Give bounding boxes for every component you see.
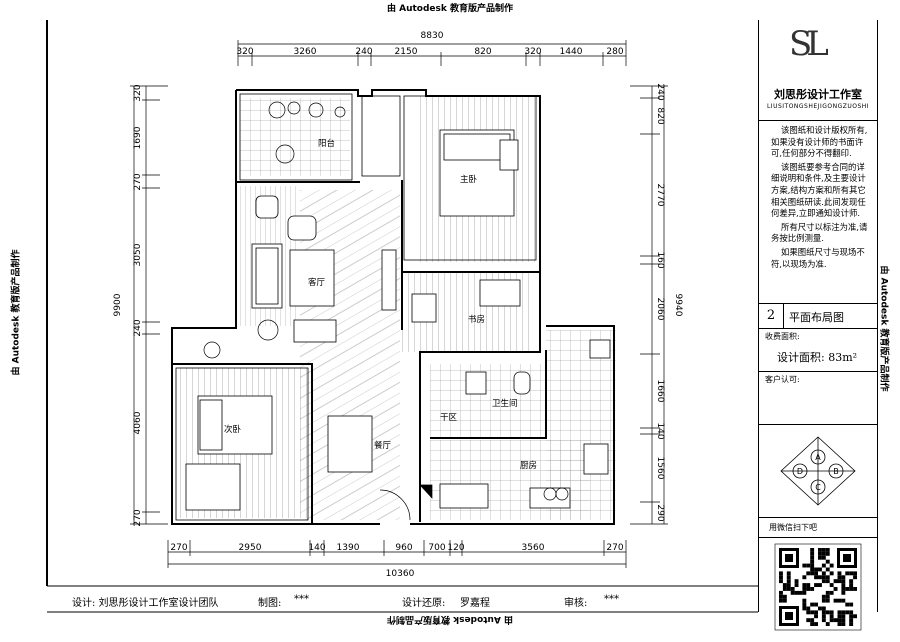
dim-left-segment: 3050 — [133, 243, 143, 266]
dim-bottom-segment: 2950 — [239, 543, 262, 553]
study-desk — [411, 293, 437, 323]
footer-draw-label: 制图: — [258, 598, 282, 609]
note-4: 如果图纸尺寸与现场不符,以现场为准. — [771, 246, 865, 269]
note-2: 该图纸要参考合同的详细说明和条件,及主要设计方案,结构方案和所有其它相关图纸研读… — [771, 161, 866, 219]
compass-c: C — [815, 483, 821, 492]
sheet-number: 2 — [759, 304, 784, 328]
dim-top-segment: 320 — [524, 47, 541, 57]
room-label-dining-room: 餐厅 — [374, 441, 392, 451]
dim-top-segment: 280 — [606, 47, 623, 57]
dim-top-total: 8830 — [421, 31, 444, 41]
footer-restore-label: 设计还原: — [402, 598, 446, 609]
compass: A B C D — [759, 425, 877, 518]
copyright-notes: 该图纸和设计版权所有,如果没有设计师的书面许可,任何部分不得翻印. 该图纸要参考… — [759, 121, 877, 304]
room-label-master-bedroom: 主卧 — [460, 174, 478, 185]
room-label-kitchen: 厨房 — [520, 460, 537, 471]
dim-right-segment: 2060 — [655, 298, 665, 321]
toilet — [513, 371, 531, 395]
footer: 设计: 刘思彤设计工作室设计团队 制图: *** 设计还原: 罗嘉程 审核: *… — [48, 588, 756, 612]
dim-top-segment: 3260 — [294, 47, 317, 57]
dim-left-segment: 270 — [133, 509, 143, 526]
dim-top-segment: 320 — [236, 47, 253, 57]
compass-icon: A B C D — [780, 436, 856, 506]
stove — [529, 487, 571, 509]
dim-right-segment: 240 — [655, 83, 665, 100]
dim-bottom-segment: 120 — [447, 543, 464, 553]
logo-mark: SL — [789, 24, 829, 64]
dim-right-segment: 140 — [655, 422, 665, 439]
floor-plan: 8830 320 3260 240 2150 820 320 1440 280 10360 2… — [46, 20, 758, 613]
dim-bottom-segment: 1390 — [337, 543, 360, 553]
dim-top-segment: 820 — [474, 47, 491, 57]
client-approval: 客户认可: — [759, 372, 877, 425]
dim-left-segment: 240 — [133, 319, 143, 336]
dim-left-segment: 4060 — [133, 411, 143, 434]
room-label-second-bedroom: 次卧 — [224, 424, 242, 435]
studio-logo: SL 刘思彤设计工作室 LIUSITONGSHEJIGONGZUOSHI — [759, 20, 877, 121]
area-section: 收费面积: 设计面积: 83m² — [759, 329, 877, 372]
room-label-dry-area: 干区 — [440, 413, 458, 423]
client-label: 客户认可: — [765, 375, 800, 384]
footer-restore-value: 罗嘉程 — [460, 598, 490, 609]
room-label-bathroom: 卫生间 — [492, 398, 518, 409]
dim-bottom-segment: 3560 — [522, 543, 545, 553]
dim-right-segment: 820 — [655, 107, 665, 124]
dim-top-segment: 1440 — [560, 47, 583, 57]
dim-bottom-total: 10360 — [386, 569, 415, 579]
dim-left-segment: 1690 — [133, 126, 143, 149]
dim-bottom-segment: 960 — [395, 543, 412, 553]
area-label: 收费面积: — [765, 332, 800, 341]
dim-left-segment: 270 — [133, 173, 143, 190]
dim-right-segment: 2770 — [655, 184, 665, 207]
sink — [583, 443, 609, 475]
footer-review-label: 审核: — [564, 598, 588, 609]
wardrobe — [185, 463, 241, 511]
sheet-title: 平面布局图 — [789, 311, 844, 324]
title-block: SL 刘思彤设计工作室 LIUSITONGSHEJIGONGZUOSHI 该图纸… — [758, 20, 878, 631]
compass-b: B — [833, 467, 839, 476]
dim-bottom-segment: 700 — [428, 543, 445, 553]
room-label-living-room: 客厅 — [308, 277, 326, 288]
dim-top-segment: 2150 — [395, 47, 418, 57]
dim-right-segment: 1560 — [655, 457, 665, 480]
qr-code[interactable] — [759, 538, 877, 638]
room-label-study: 书房 — [468, 314, 485, 325]
sheet-info: 2 平面布局图 — [759, 304, 877, 329]
footer-design: 设计: 刘思彤设计工作室设计团队 — [72, 598, 219, 609]
dim-right-segment: 160 — [655, 251, 665, 268]
washbasin — [465, 371, 487, 395]
footer-draw-value: *** — [294, 594, 309, 605]
balcony-floor — [240, 98, 350, 176]
dim-bottom-segment: 270 — [606, 543, 623, 553]
studio-name: 刘思彤设计工作室 — [774, 88, 862, 101]
dim-right-segment: 1660 — [655, 380, 665, 403]
dining-table — [327, 415, 373, 473]
tv-cabinet — [381, 249, 397, 311]
study-sofa — [479, 279, 521, 307]
footer-review-value: *** — [604, 594, 619, 605]
note-1: 该图纸和设计版权所有,如果没有设计师的书面许可,任何部分不得翻印. — [771, 125, 868, 159]
watermark-right: 由 Autodesk 教育版产品制作 — [878, 265, 889, 392]
qr-code-icon — [774, 543, 862, 631]
compass-a: A — [815, 453, 821, 462]
compass-d: D — [797, 467, 803, 476]
coffee-table — [289, 249, 335, 307]
dim-right-total: 9940 — [673, 294, 683, 317]
dim-bottom-segment: 140 — [308, 543, 325, 553]
dim-top-segment: 240 — [355, 47, 372, 57]
dim-bottom-segment: 270 — [170, 543, 187, 553]
dim-right-segment: 290 — [655, 504, 665, 521]
dim-left-segment: 320 — [133, 84, 143, 101]
dim-left-total: 9900 — [113, 293, 123, 316]
wechat-label: 用微信扫下吧 — [759, 518, 877, 538]
room-label-balcony: 阳台 — [318, 138, 335, 149]
fridge — [439, 483, 489, 509]
note-3: 所有尺寸以标注为准,请务按比例测量. — [771, 221, 868, 244]
area-value: 设计面积: 83m² — [777, 351, 858, 364]
studio-pinyin: LIUSITONGSHEJIGONGZUOSHI — [766, 103, 870, 110]
watermark-top: 由 Autodesk 教育版产品制作 — [386, 4, 513, 14]
